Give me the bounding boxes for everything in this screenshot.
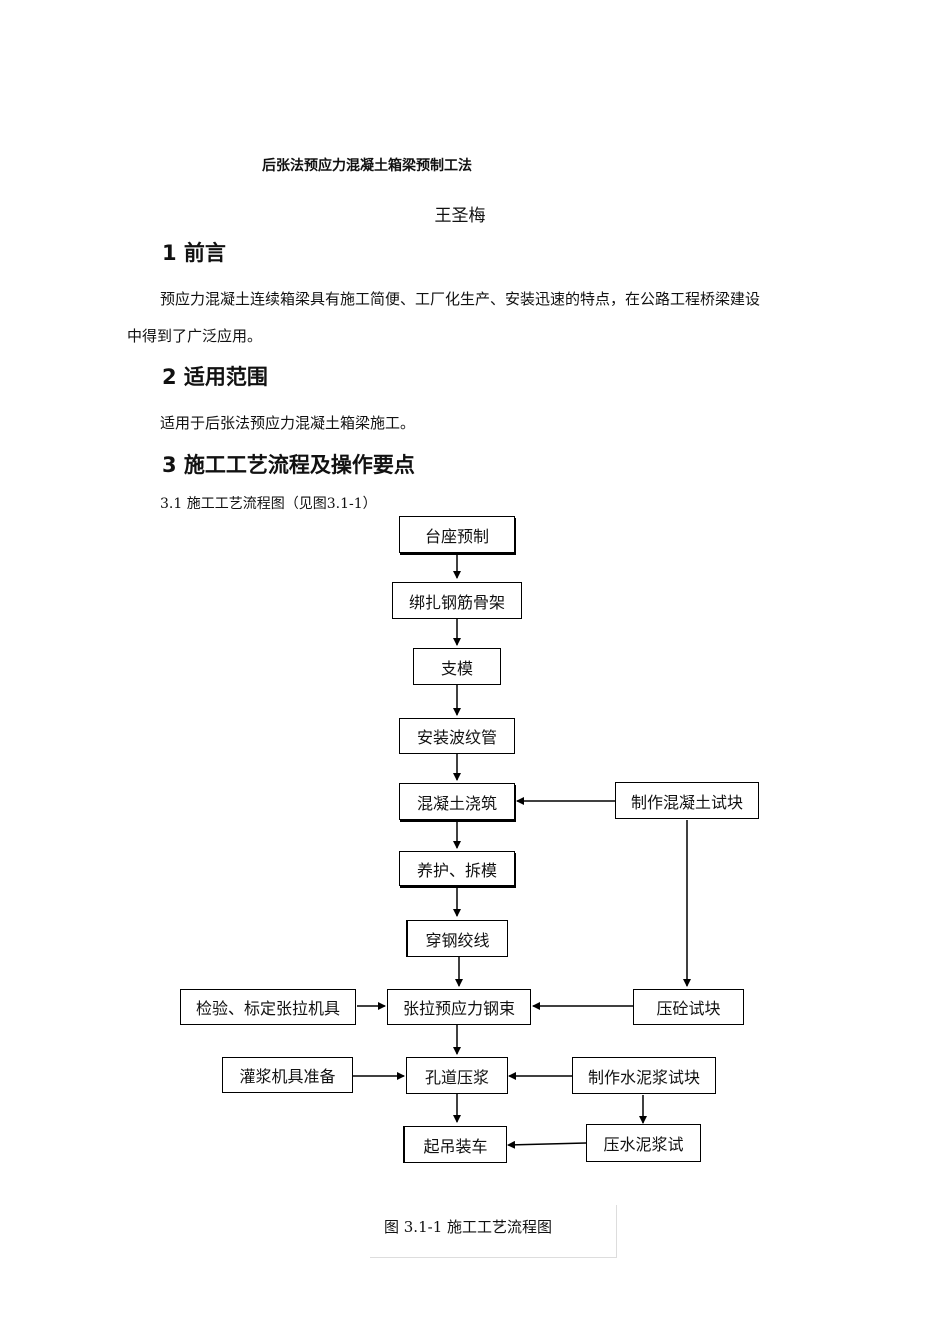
arrow-press-to-lift bbox=[507, 1140, 587, 1149]
step-strand-thread: 穿钢绞线 bbox=[406, 920, 508, 957]
side-make-concrete-sample: 制作混凝土试块 bbox=[615, 782, 759, 819]
side-press-concrete-sample: 压砼试块 bbox=[633, 989, 744, 1025]
paragraph-2: 适用于后张法预应力混凝土箱梁施工。 bbox=[160, 414, 416, 432]
step-duct-install: 安装波纹管 bbox=[399, 718, 515, 754]
caption-frame bbox=[370, 1205, 617, 1258]
subsection-caption: 3.1 施工工艺流程图（见图3.1-1） bbox=[160, 496, 377, 512]
side-grout-equipment: 灌浆机具准备 bbox=[222, 1057, 353, 1093]
step-grouting: 孔道压浆 bbox=[406, 1057, 508, 1094]
paragraph-1-line-2: 中得到了广泛应用。 bbox=[127, 327, 263, 345]
section-heading-3: 3 施工工艺流程及操作要点 bbox=[162, 453, 415, 477]
section-heading-1: 1 前言 bbox=[162, 241, 226, 265]
step-rebar-cage: 绑扎钢筋骨架 bbox=[392, 582, 522, 619]
step-lift-load: 起吊装车 bbox=[403, 1126, 507, 1163]
step-formwork: 支模 bbox=[413, 648, 501, 685]
step-concrete-pour: 混凝土浇筑 bbox=[399, 783, 515, 820]
author-name: 王圣梅 bbox=[434, 206, 486, 226]
side-check-jack: 检验、标定张拉机具 bbox=[180, 989, 356, 1025]
step-cure-demold: 养护、拆模 bbox=[399, 851, 515, 886]
side-press-cement-sample: 压水泥浆试 bbox=[586, 1124, 701, 1162]
step-pedestal-prefab: 台座预制 bbox=[399, 516, 515, 553]
document-title: 后张法预应力混凝土箱梁预制工法 bbox=[262, 158, 472, 174]
side-make-cement-sample: 制作水泥浆试块 bbox=[572, 1057, 716, 1094]
section-heading-2: 2 适用范围 bbox=[162, 365, 268, 389]
paragraph-1-line-1: 预应力混凝土连续箱梁具有施工简便、工厂化生产、安装迅速的特点，在公路工程桥梁建设 bbox=[160, 290, 761, 308]
step-tension: 张拉预应力钢束 bbox=[387, 989, 531, 1025]
figure-caption: 图 3.1-1 施工工艺流程图 bbox=[384, 1218, 553, 1236]
